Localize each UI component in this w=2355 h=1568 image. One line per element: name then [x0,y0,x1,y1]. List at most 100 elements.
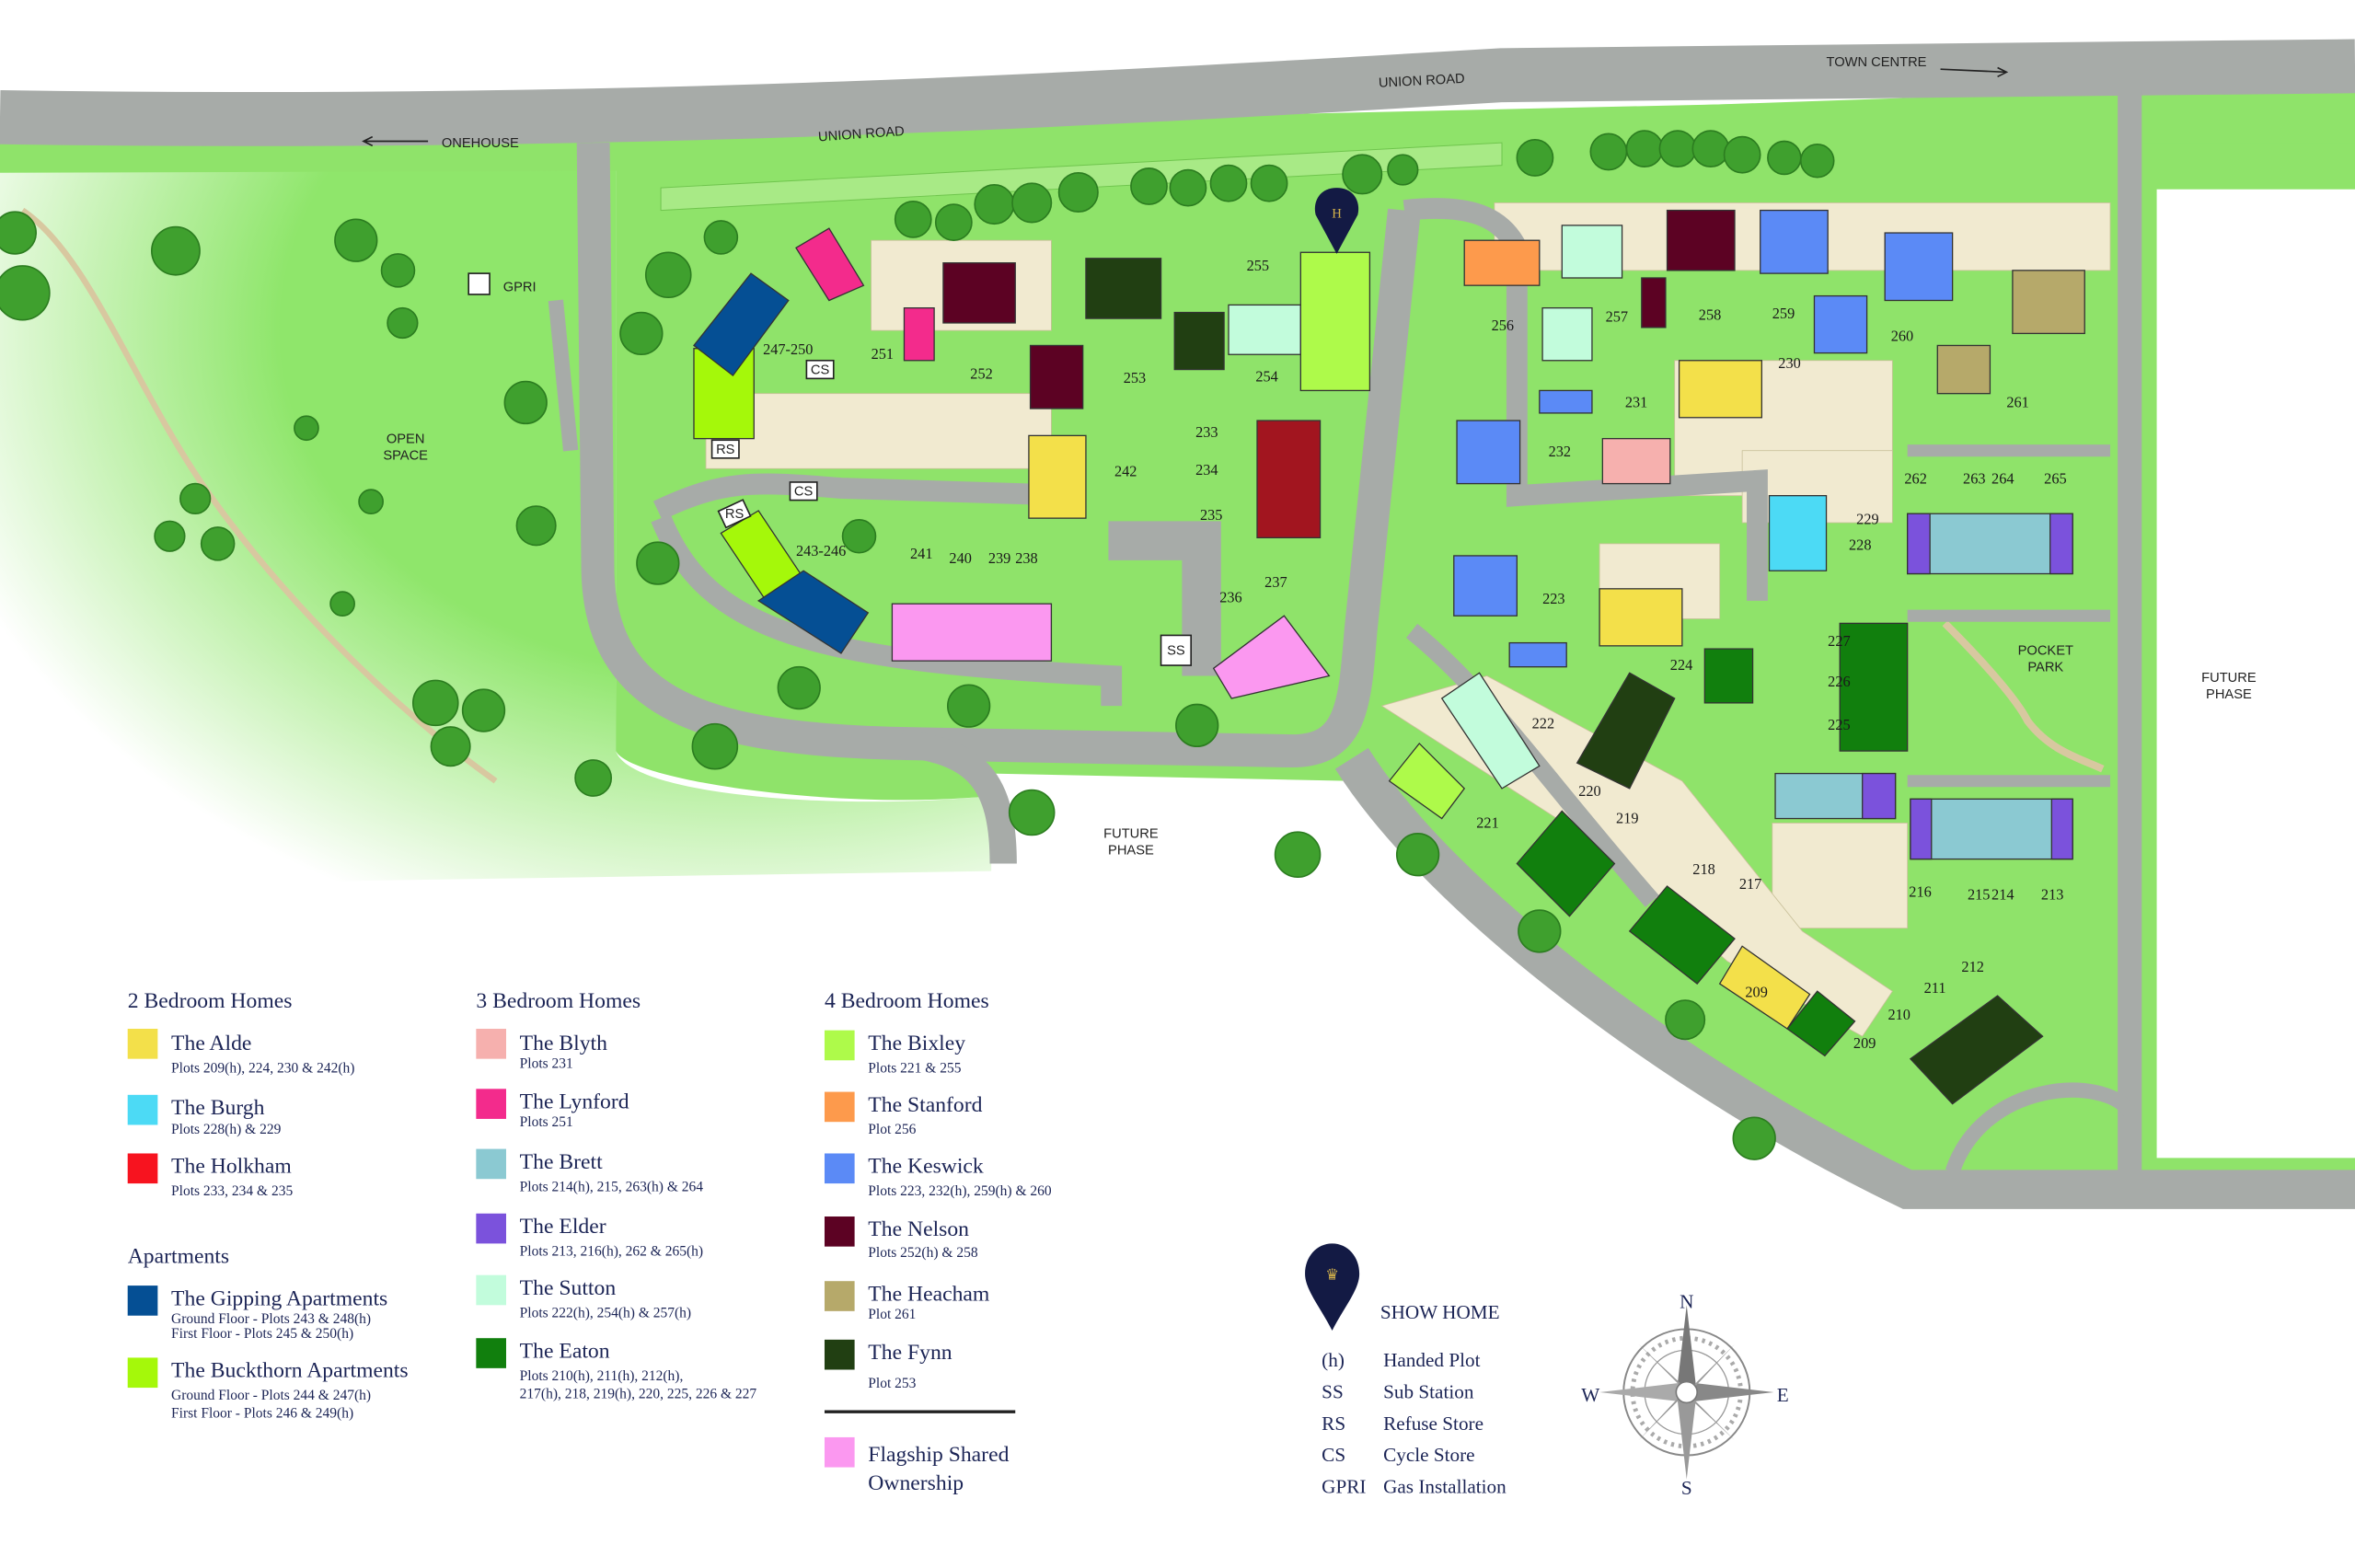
road-label-union-road-east: UNION ROAD [1379,72,1465,91]
building-plot-222 [1440,672,1541,790]
legend-heading-4-bed: 4 Bedroom Homes [825,989,989,1013]
plot-label: 219 [1616,809,1638,826]
legend-name: The Sutton [520,1276,617,1300]
tree-icon [1057,171,1099,213]
tree-icon [777,665,821,710]
plot-label: 263 [1963,470,1985,488]
legend-name: The Keswick [868,1155,984,1179]
building-plot-232 [1456,420,1521,485]
road-label-town-centre: TOWN CENTRE [1827,55,1927,70]
plot-label: 242 [1114,462,1137,479]
swatch [476,1338,506,1368]
compass-w: W [1581,1384,1599,1406]
show-home-key: ♛ SHOW HOME [1305,1243,1500,1332]
legend-plots: Plots 252(h) & 258 [868,1245,978,1261]
plot-label: 221 [1476,813,1498,831]
plot-label: 229 [1856,511,1878,528]
tree-icon [430,726,471,767]
building-plot-242 [1028,434,1087,519]
legend-name: Flagship Shared [868,1443,1009,1467]
tree-icon [329,591,355,617]
building-plot-251b [903,306,935,362]
tree-icon [1589,133,1628,171]
compass-rose-icon: N S E W [1581,1291,1788,1499]
legend-plots: Plots 222(h), 254(h) & 257(h) [520,1305,691,1320]
swatch [824,1216,855,1247]
plot-label: 223 [1542,590,1564,607]
legend-plots: Plots 209(h), 224, 230 & 242(h) [171,1060,354,1076]
building-plot-210-212 [1909,995,2044,1105]
gpri-access [548,299,579,452]
legend-plots: First Floor - Plots 246 & 249(h) [171,1406,353,1422]
tree-icon [0,265,51,321]
cul-de-sac [1108,521,1221,676]
plot-label: 216 [1909,882,1931,900]
swatch [476,1029,506,1059]
key-desc: Cycle Store [1383,1444,1475,1466]
legend-plots: Plots 210(h), 211(h), 212(h), [520,1368,684,1384]
tree-icon [619,311,664,356]
key-abbr: GPRI [1322,1475,1366,1497]
legend-heading-apartments: Apartments [128,1245,229,1269]
plot-label: 220 [1578,782,1600,800]
key-abbr: CS [1322,1444,1345,1466]
legend-item-sutton: The Sutton Plots 222(h), 254(h) & 257(h) [476,1274,691,1320]
swatch [127,1286,158,1316]
legend-item-bixley: The Bixley Plots 221 & 255 [824,1030,965,1076]
legend-plots: Plots 213, 216(h), 262 & 265(h) [520,1243,703,1259]
plot-label: 218 [1692,860,1714,878]
legend-item-heacham: The Heacham Plot 261 [824,1281,990,1322]
tree-icon [1130,167,1168,205]
legend-plots: Plots 228(h) & 229 [171,1122,282,1137]
crest-icon: ♛ [1325,1266,1339,1284]
legend-name: The Heacham [868,1282,990,1306]
legend-name: The Burgh [171,1096,265,1120]
road-label-onehouse: ONEHOUSE [442,136,519,151]
legend-name: The Bixley [868,1032,965,1055]
gpri-label: GPRI [503,281,537,295]
plot-label: 233 [1195,423,1218,441]
plot-label: 227 [1828,632,1850,650]
legend-name: The Stanford [868,1093,982,1117]
show-home-pin[interactable]: H [1314,188,1359,254]
building-plot-261b [1936,344,1991,395]
tree-icon [411,679,459,727]
legend-item-elder: The Elder Plots 213, 216(h), 262 & 265(h… [476,1213,703,1259]
swatch [824,1030,855,1061]
building-gipping-south [756,570,870,654]
tree-icon [380,253,416,288]
building-plot-219-220 [1516,810,1616,917]
show-home-pin-icon [1305,1243,1360,1332]
plot-label: 260 [1891,328,1913,345]
plot-label: 212 [1961,958,1983,975]
swatch [824,1091,855,1123]
swatch [824,1436,855,1468]
legend-heading-3-bed: 3 Bedroom Homes [476,989,641,1013]
building-flagship-237 [1212,615,1331,699]
roads [0,39,2355,1209]
key-desc: Refuse Store [1383,1412,1483,1435]
building-plot-256b [1541,306,1593,362]
tree-icon [1169,168,1207,207]
building-holkham [1256,420,1322,539]
building-plot-216 [1862,772,1897,820]
east-lane [1907,444,2110,788]
building-plot-252b [1029,344,1084,409]
plot-label: 247-250 [763,340,813,358]
refuse-store-label: RS [716,443,735,457]
arrow-left-icon [362,135,429,147]
plot-label: 210 [1887,1006,1910,1023]
swatch [127,1029,158,1059]
legend-item-eaton: The Eaton Plots 210(h), 211(h), 212(h), … [476,1338,756,1401]
legend-plots: Plot 253 [868,1376,916,1391]
building-plot-216b [1910,798,1933,860]
building-flagship-241-238 [891,603,1053,662]
tree-icon [974,184,1015,225]
plot-label: 256 [1492,317,1514,334]
tree-icon [0,211,37,255]
plot-label: 241 [910,545,932,562]
plot-label: 214 [1991,886,2014,904]
